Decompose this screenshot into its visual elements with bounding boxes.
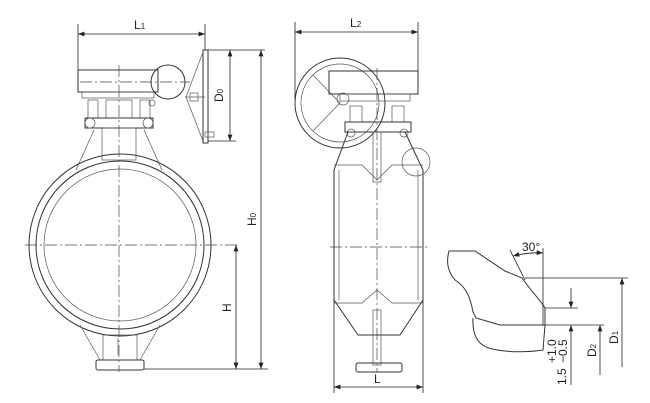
dimension-L: L [333, 300, 424, 393]
dimension-L1: L1 [77, 18, 206, 70]
seat-detail: 30° 1.5 +1.0 −0.5 D2 D1 [447, 240, 628, 385]
side-view: L2 L [294, 16, 431, 393]
bottom-foot [79, 324, 161, 371]
label-tolerance-plus: +1.0 [545, 339, 559, 363]
detail-callout-circle [401, 147, 431, 177]
label-H0: H0 [245, 212, 259, 226]
stem-bracket [75, 99, 163, 171]
label-tolerance-minus: −0.5 [556, 339, 570, 363]
dimension-L2: L2 [294, 16, 419, 100]
label-D2: D2 [585, 343, 599, 357]
label-H: H [220, 303, 234, 312]
handwheel-side [185, 49, 215, 144]
label-angle: 30° [522, 240, 540, 254]
front-view: L1 D0 H0 H [25, 18, 268, 372]
side-body [333, 131, 424, 373]
side-bracket [339, 93, 412, 183]
label-L2: L2 [350, 16, 362, 30]
label-D0: D0 [212, 88, 226, 102]
label-L: L [374, 372, 381, 386]
label-D1: D1 [607, 330, 621, 344]
label-tolerance: 1.5 [555, 368, 569, 385]
label-L1: L1 [134, 18, 146, 32]
dimension-D0: D0 [208, 49, 265, 142]
handwheel [294, 57, 386, 149]
dimension-H0: H0 [144, 50, 268, 370]
dimension-H: H [220, 245, 239, 369]
